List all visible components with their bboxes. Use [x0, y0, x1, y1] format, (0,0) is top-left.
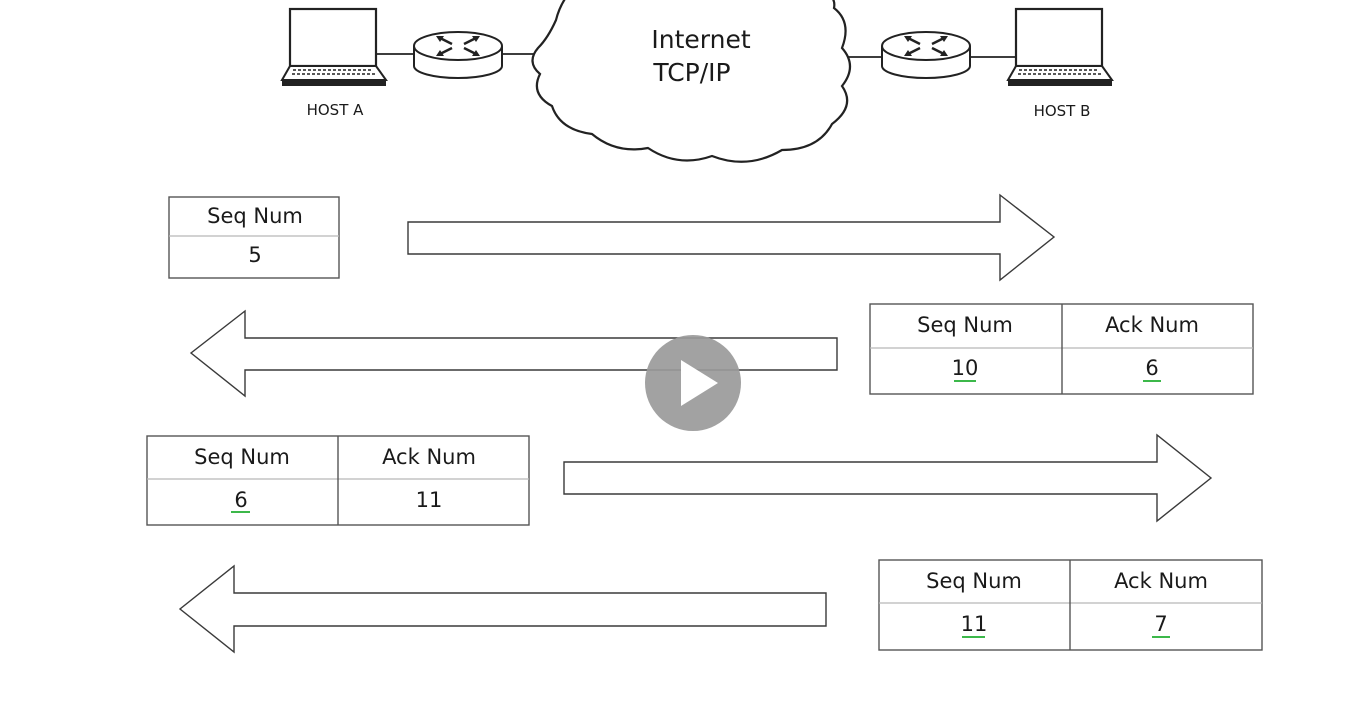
- router-b-icon: [881, 31, 971, 79]
- seq-value: 5: [248, 243, 261, 267]
- seq-value: 6: [234, 488, 247, 512]
- segment-1: Seq Num 5: [168, 193, 1056, 282]
- play-button[interactable]: [645, 335, 741, 431]
- network-topology: HOST A Internet TCP/IP: [280, 0, 1114, 163]
- internet-cloud-icon: [531, 0, 852, 163]
- ack-header: Ack Num: [382, 445, 476, 469]
- ack-value: 7: [1154, 612, 1167, 636]
- segment-4: Seq Num Ack Num 11 7: [178, 559, 1263, 654]
- play-icon[interactable]: [681, 360, 718, 406]
- seq-value: 11: [961, 612, 988, 636]
- seq-value: 10: [952, 356, 979, 380]
- seq-header: Seq Num: [194, 445, 290, 469]
- seq-header: Seq Num: [917, 313, 1013, 337]
- host-b-laptop-icon: [1006, 7, 1114, 86]
- ack-value: 6: [1145, 356, 1158, 380]
- segment-3: Seq Num Ack Num 6 11: [146, 433, 1213, 526]
- host-b-label: HOST B: [1034, 102, 1091, 120]
- arrow-right-icon: [407, 193, 1056, 282]
- arrow-left-icon: [178, 564, 827, 654]
- seq-box: [168, 196, 340, 279]
- ack-header: Ack Num: [1114, 569, 1208, 593]
- host-a-laptop-icon: [280, 7, 388, 86]
- segment-2: Seq Num Ack Num 10 6: [189, 303, 1254, 398]
- cloud-label-internet: Internet: [651, 25, 750, 54]
- ack-header: Ack Num: [1105, 313, 1199, 337]
- seq-header: Seq Num: [207, 204, 303, 228]
- arrow-right-icon: [563, 433, 1213, 523]
- seq-header: Seq Num: [926, 569, 1022, 593]
- ack-value: 11: [416, 488, 443, 512]
- host-a-label: HOST A: [307, 101, 365, 119]
- router-a-icon: [413, 31, 503, 79]
- cloud-label-protocol: TCP/IP: [652, 58, 730, 87]
